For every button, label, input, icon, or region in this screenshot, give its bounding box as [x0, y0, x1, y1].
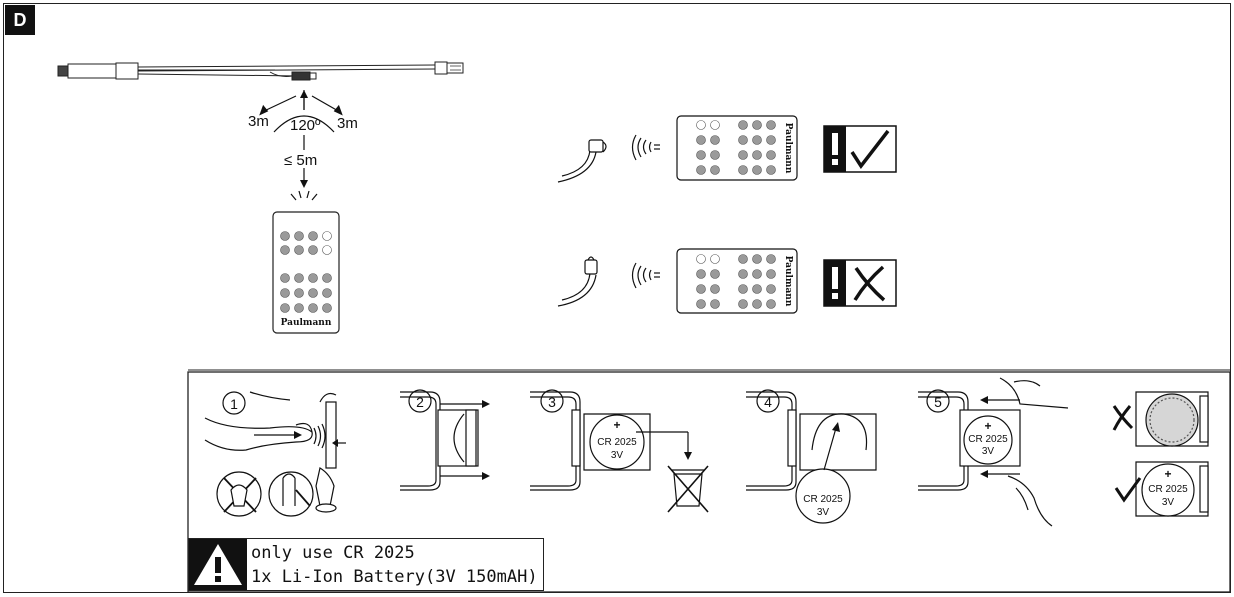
battery-step-5: [918, 377, 1069, 527]
step-3-number: 3: [548, 394, 556, 410]
battery-plus-symbol: +: [1164, 467, 1171, 481]
battery-plus-symbol: +: [613, 418, 620, 432]
battery-correct-orientation: [1114, 461, 1209, 517]
range-diagram: [259, 90, 343, 201]
battery-panel-border: [187, 371, 1231, 593]
battery-type-label: CR 2025: [597, 437, 637, 448]
battery-voltage-label: 3V: [1162, 497, 1175, 508]
warning-triangle-icon: [189, 539, 247, 590]
x-mark-icon: [823, 259, 897, 307]
battery-voltage-label: 3V: [982, 446, 995, 457]
remote-brand-label: Paulmann: [281, 318, 332, 328]
battery-type-label: CR 2025: [968, 434, 1008, 445]
battery-step-1: [204, 391, 346, 517]
step-2-number: 2: [416, 394, 424, 410]
range-max-label: ≤ 5m: [284, 152, 317, 169]
battery-type-label: CR 2025: [803, 494, 843, 505]
battery-voltage-label: 3V: [611, 450, 624, 461]
battery-voltage-label: 3V: [817, 507, 830, 518]
step-1-number: 1: [230, 396, 238, 412]
remote-brand-label: Paulmann: [783, 256, 793, 307]
alignment-correct: [557, 115, 798, 183]
checkmark-icon: [823, 125, 897, 173]
range-left-label: 3m: [248, 113, 269, 130]
battery-wrong-orientation: [1112, 391, 1209, 447]
range-angle-label: 120º: [290, 117, 321, 134]
remote-control-side-bottom: [696, 254, 776, 309]
controller-cable: [57, 61, 464, 81]
warning-line-1: only use CR 2025: [251, 543, 415, 563]
battery-warning-box: only use CR 2025 1x Li-Ion Battery(3V 15…: [188, 538, 544, 591]
remote-control-front: Paulmann: [272, 211, 340, 334]
battery-step-2: [400, 389, 490, 491]
section-badge: D: [5, 5, 35, 35]
battery-type-label: CR 2025: [1148, 484, 1188, 495]
battery-step-3: [530, 389, 709, 513]
range-right-label: 3m: [337, 115, 358, 132]
alignment-incorrect: [557, 248, 798, 314]
step-4-number: 4: [764, 394, 772, 410]
remote-control-side-top: [696, 120, 776, 175]
battery-step-4: [746, 389, 877, 524]
battery-plus-symbol: +: [984, 419, 991, 433]
remote-brand-label: Paulmann: [783, 123, 793, 174]
warning-line-2: 1x Li-Ion Battery(3V 150mAH): [251, 567, 538, 587]
step-5-number: 5: [934, 394, 942, 410]
